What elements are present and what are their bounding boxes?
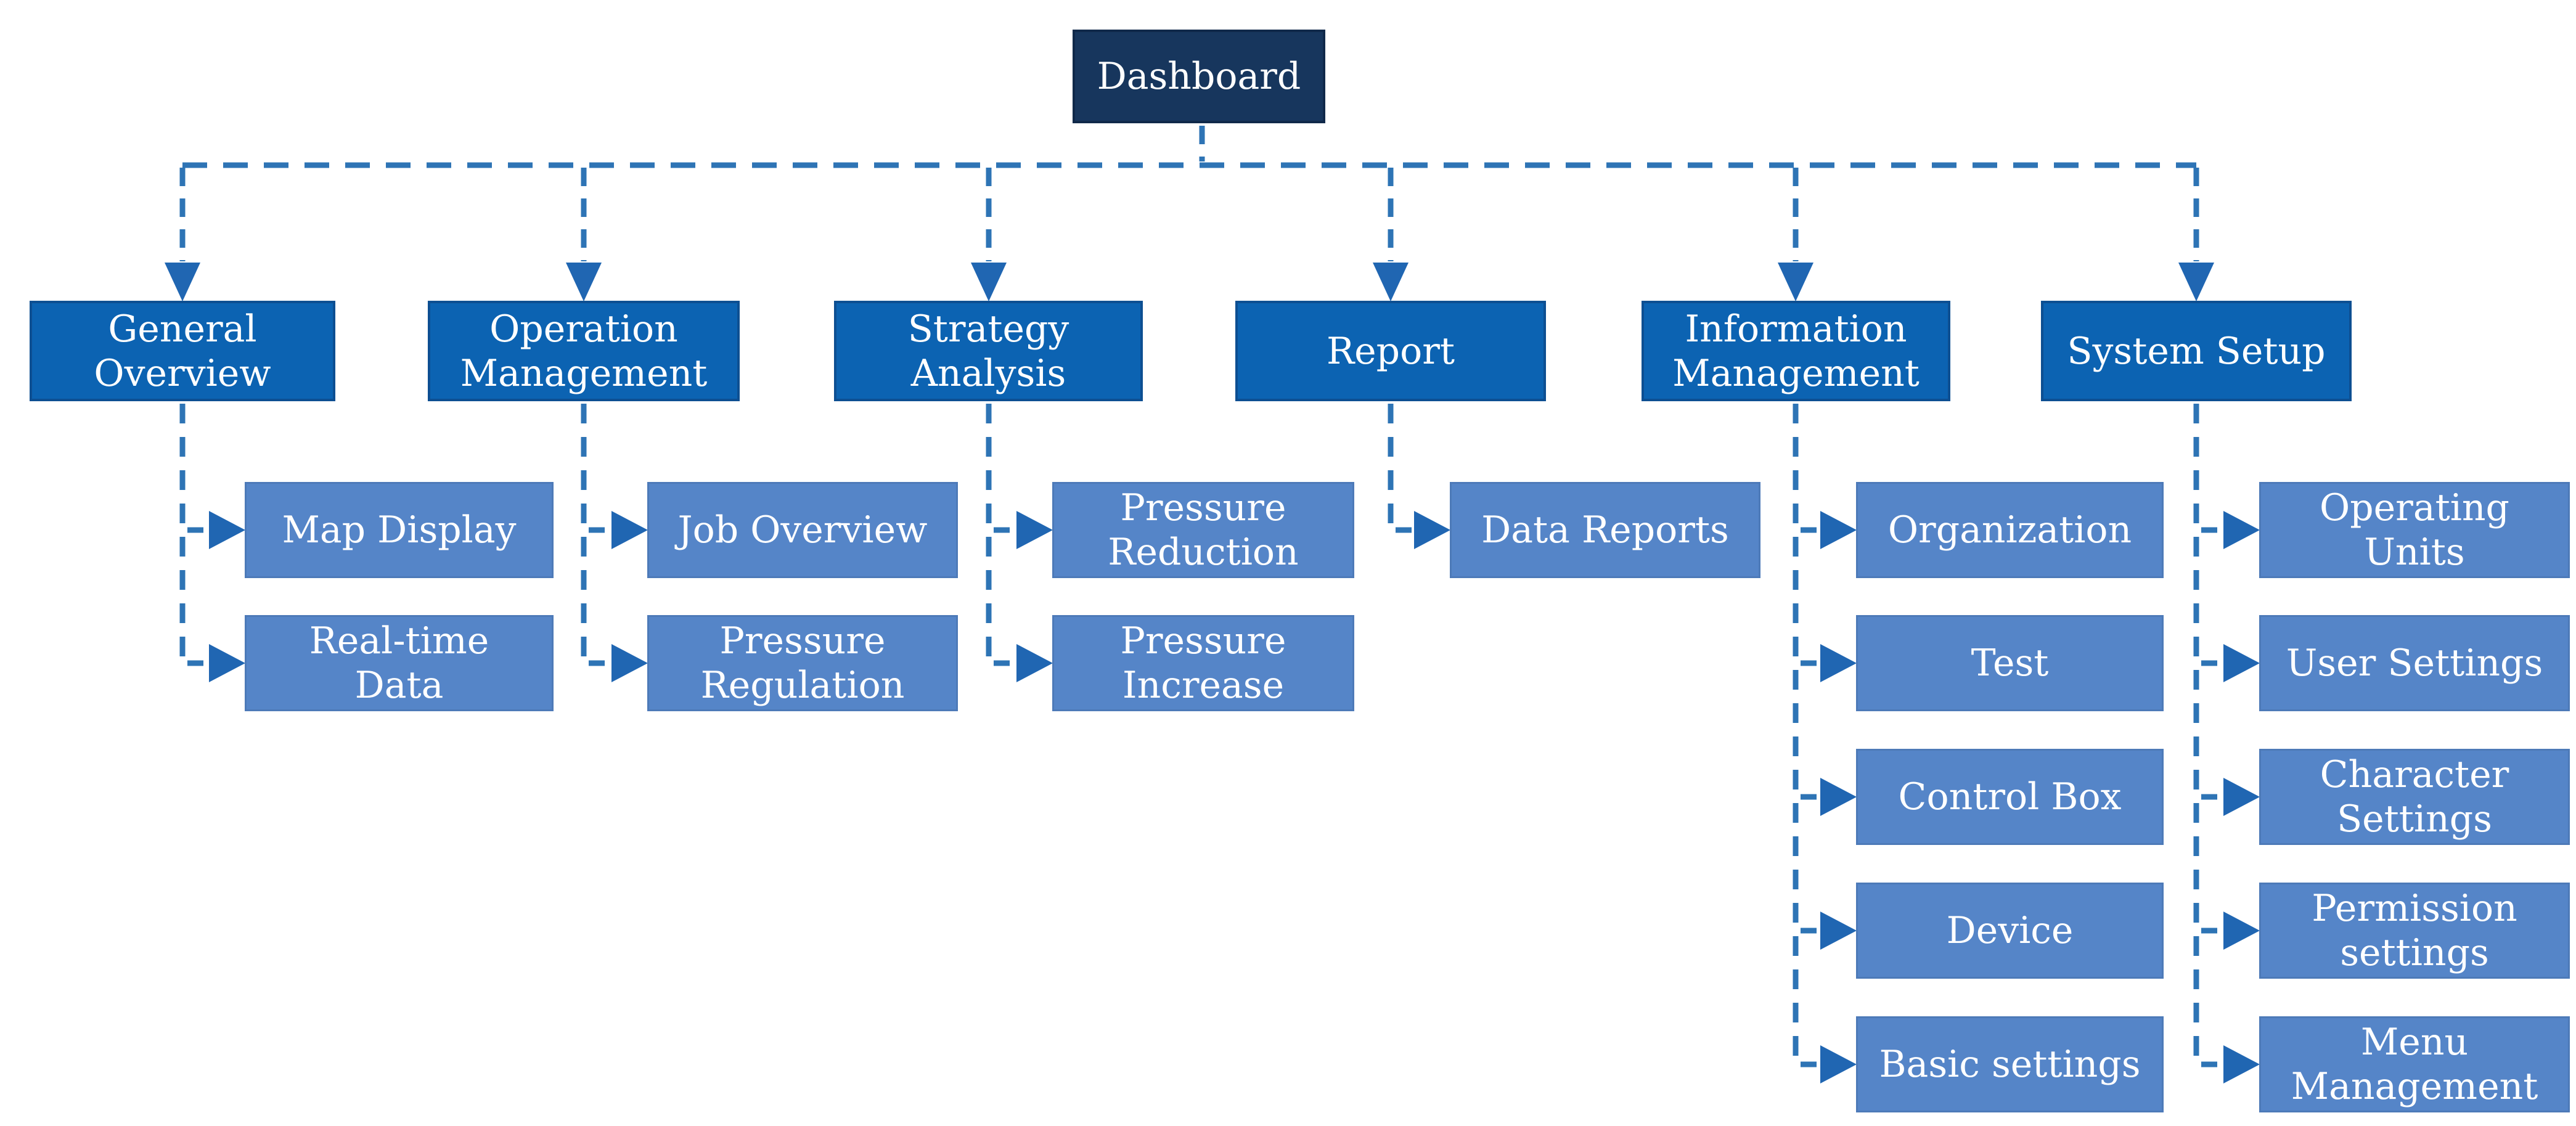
node-label: Data Reports: [1481, 508, 1729, 552]
node-label: Organization: [1887, 508, 2132, 552]
arrow-right-icon: [1820, 912, 1857, 950]
arrow-right-icon: [611, 511, 648, 549]
node-label: Report: [1326, 329, 1455, 373]
node-label: Operating Units: [2320, 486, 2509, 574]
node-label: Pressure Reduction: [1108, 486, 1299, 574]
node-job-overview: Job Overview: [647, 482, 958, 578]
node-device: Device: [1856, 883, 2164, 979]
node-label: Pressure Increase: [1120, 619, 1286, 707]
arrow-right-icon: [209, 511, 245, 549]
node-control-box: Control Box: [1856, 749, 2164, 845]
arrow-down-icon: [1373, 263, 1409, 301]
node-permission-settings: Permission settings: [2259, 883, 2570, 979]
arrow-right-icon: [1820, 778, 1857, 816]
node-information-management: Information Management: [1642, 301, 1950, 401]
node-strategy-analysis: Strategy Analysis: [834, 301, 1143, 401]
node-label: Control Box: [1898, 775, 2122, 818]
node-label: Menu Management: [2291, 1021, 2538, 1108]
node-label: Permission settings: [2312, 887, 2517, 974]
node-basic-settings: Basic settings: [1856, 1016, 2164, 1112]
arrow-right-icon: [2223, 1045, 2260, 1083]
arrow-down-icon: [165, 263, 200, 301]
node-label: Operation Management: [460, 307, 708, 395]
node-label: Dashboard: [1097, 55, 1301, 98]
arrow-right-icon: [1016, 644, 1053, 682]
node-dashboard: Dashboard: [1073, 30, 1325, 123]
arrow-right-icon: [2223, 912, 2260, 950]
node-organization: Organization: [1856, 482, 2164, 578]
node-user-settings: User Settings: [2259, 615, 2570, 711]
node-label: Device: [1946, 909, 2074, 952]
arrow-right-icon: [2223, 778, 2260, 816]
arrow-right-icon: [1820, 644, 1857, 682]
node-label: Job Overview: [677, 508, 928, 552]
node-label: Map Display: [282, 508, 517, 552]
arrow-right-icon: [2223, 644, 2260, 682]
node-test: Test: [1856, 615, 2164, 711]
arrow-right-icon: [1414, 511, 1450, 549]
node-label: Test: [1971, 642, 2049, 685]
arrow-down-icon: [566, 263, 602, 301]
node-report: Report: [1235, 301, 1546, 401]
node-general-overview: General Overview: [30, 301, 335, 401]
node-label: User Settings: [2286, 642, 2543, 685]
node-label: Pressure Regulation: [700, 619, 905, 707]
arrow-right-icon: [611, 644, 648, 682]
node-data-reports: Data Reports: [1450, 482, 1760, 578]
arrow-down-icon: [2178, 263, 2214, 301]
node-label: Character Settings: [2320, 753, 2509, 841]
node-pressure-regulation: Pressure Regulation: [647, 615, 958, 711]
arrow-right-icon: [1820, 1045, 1857, 1083]
node-label: Real-time Data: [309, 619, 489, 707]
node-label: General Overview: [94, 307, 271, 395]
node-character-settings: Character Settings: [2259, 749, 2570, 845]
node-label: Information Management: [1672, 307, 1920, 395]
node-operation-management: Operation Management: [428, 301, 740, 401]
node-pressure-increase: Pressure Increase: [1052, 615, 1354, 711]
arrow-right-icon: [1016, 511, 1053, 549]
node-pressure-reduction: Pressure Reduction: [1052, 482, 1354, 578]
node-label: Strategy Analysis: [907, 307, 1069, 395]
arrow-right-icon: [1820, 511, 1857, 549]
arrow-down-icon: [971, 263, 1007, 301]
arrow-down-icon: [1778, 263, 1813, 301]
arrow-right-icon: [2223, 511, 2260, 549]
node-system-setup: System Setup: [2041, 301, 2352, 401]
node-operating-units: Operating Units: [2259, 482, 2570, 578]
node-menu-management: Menu Management: [2259, 1016, 2570, 1112]
node-label: Basic settings: [1879, 1043, 2141, 1086]
node-map-display: Map Display: [245, 482, 554, 578]
arrow-right-icon: [209, 644, 245, 682]
node-real-time-data: Real-time Data: [245, 615, 554, 711]
node-label: System Setup: [2067, 329, 2326, 373]
